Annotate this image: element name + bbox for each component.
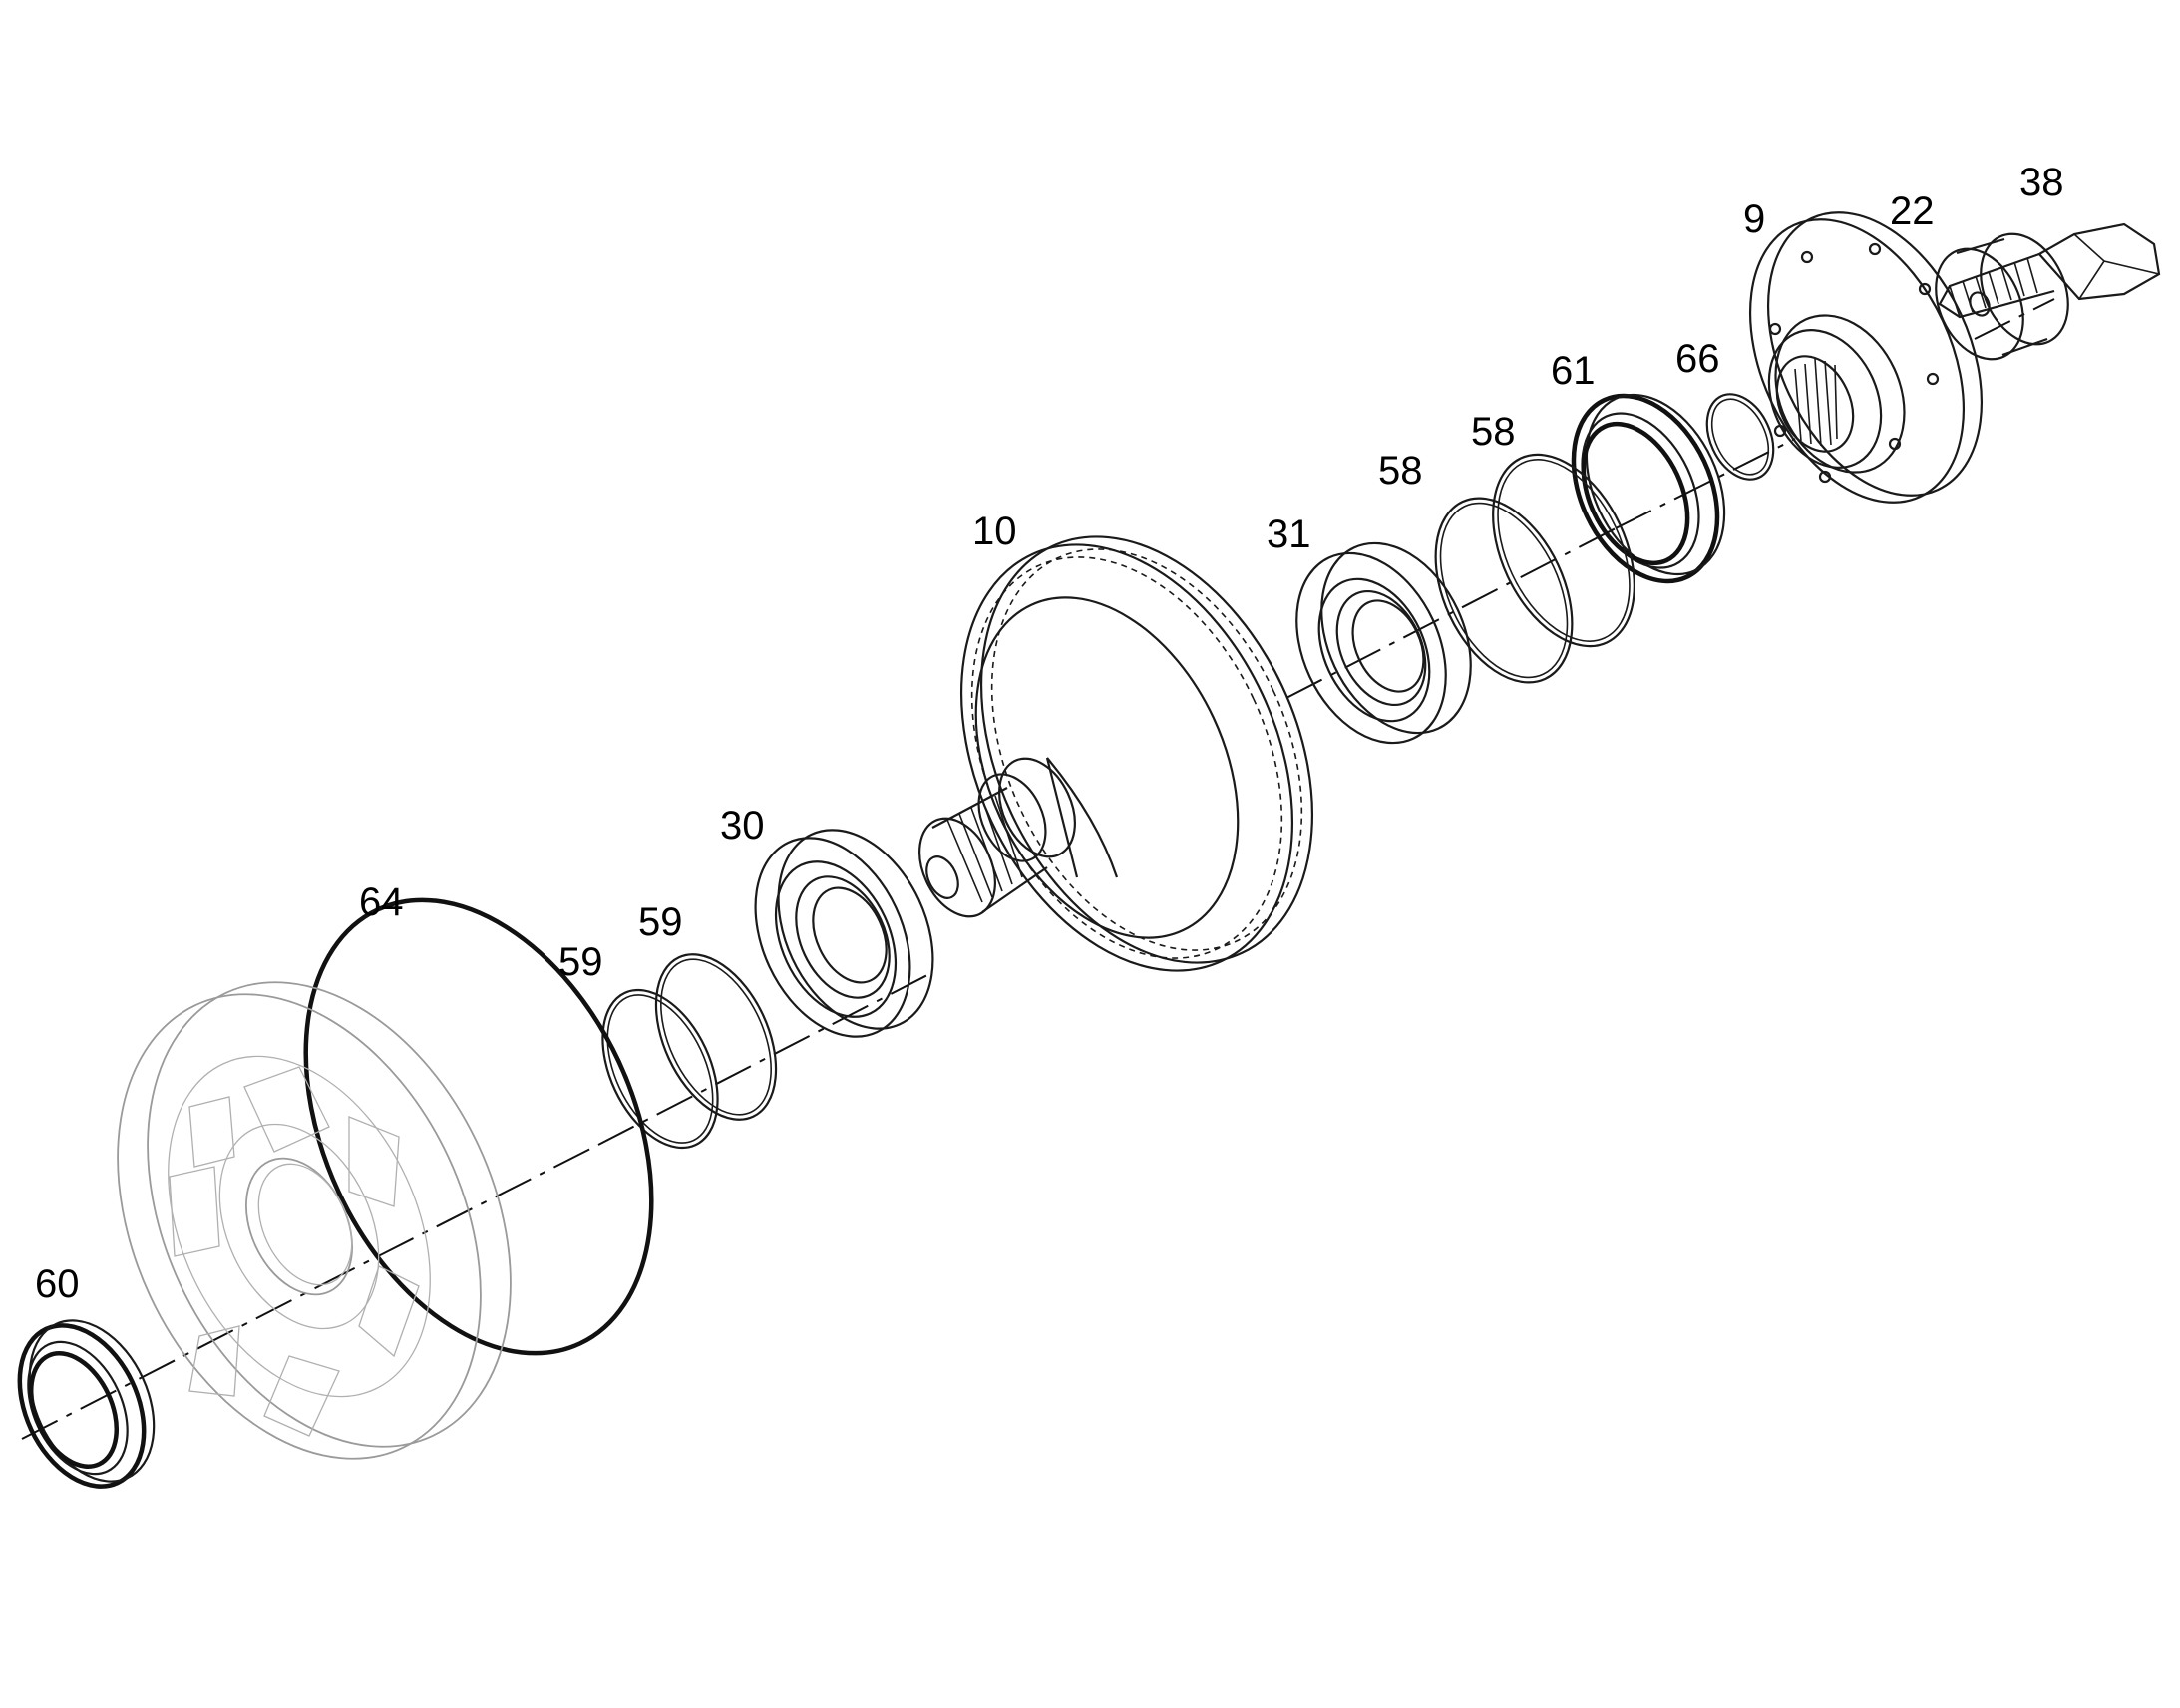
part-38-bolt <box>1938 222 2161 319</box>
callout-58a: 58 <box>1471 410 1516 454</box>
part-58-ring-b <box>1434 497 1574 684</box>
part-61-seal <box>1571 393 1726 584</box>
part-59-ring-a <box>654 953 778 1121</box>
part-10-gear-shaft <box>918 535 1314 972</box>
callout-38: 38 <box>2019 161 2064 204</box>
callout-9: 9 <box>1743 197 1766 241</box>
part-31-bearing <box>1295 541 1472 745</box>
callout-59b: 59 <box>558 940 603 984</box>
callout-30: 30 <box>720 804 765 848</box>
part-60-seal <box>17 1319 156 1489</box>
callout-60: 60 <box>35 1262 80 1306</box>
part-64-o-ring <box>303 897 654 1356</box>
callout-31: 31 <box>1267 512 1311 556</box>
callout-58b: 58 <box>1378 449 1423 493</box>
part-9-flange <box>1748 211 1984 504</box>
housing-cover <box>117 981 512 1460</box>
callout-59a: 59 <box>638 900 683 944</box>
part-30-bearing <box>754 829 934 1038</box>
part-66-o-ring <box>1705 393 1775 481</box>
part-58-ring-a <box>1492 453 1635 648</box>
callout-22: 22 <box>1890 189 1935 233</box>
center-axis <box>21 298 2055 1440</box>
callout-64: 64 <box>359 880 404 924</box>
callout-61: 61 <box>1551 349 1596 393</box>
part-59-ring-b <box>601 988 719 1150</box>
callout-10: 10 <box>972 510 1017 553</box>
callout-66: 66 <box>1675 337 1720 381</box>
